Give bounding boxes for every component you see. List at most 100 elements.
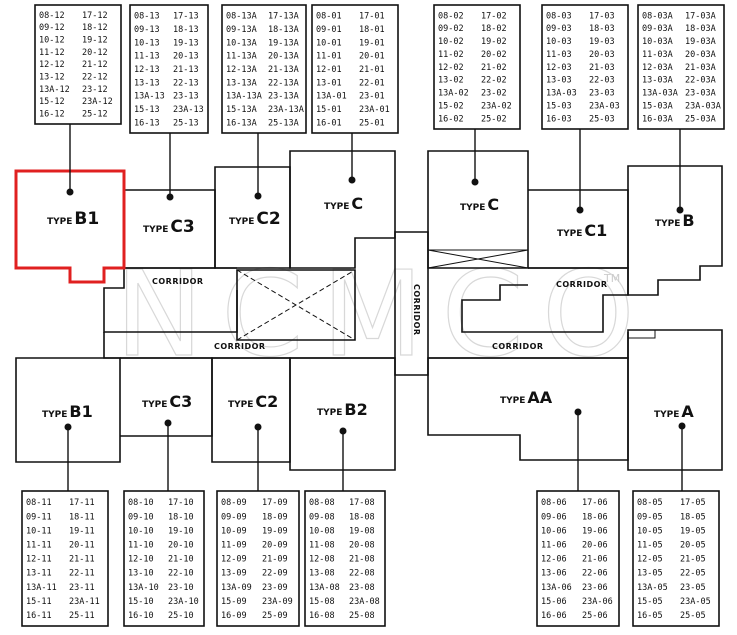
table-cell: 18-09 — [262, 512, 288, 522]
table-cell: 15-09 — [221, 597, 247, 607]
table-cell: 13A-01 — [316, 92, 347, 102]
table-cell: 21-12 — [82, 60, 108, 70]
table-cell: 23A-03 — [589, 102, 620, 112]
table-cell: 15-10 — [128, 597, 154, 607]
table-cell: 13-01 — [316, 78, 342, 88]
table-cell: 13-13 — [134, 78, 160, 88]
table-cell: 12-10 — [128, 555, 154, 565]
table-cell: 18-12 — [82, 23, 108, 33]
unit-dot — [164, 419, 172, 427]
table-cell: 22-09 — [262, 569, 288, 579]
table-cell: 21-13A — [268, 65, 299, 75]
table-cell: 17-08 — [349, 498, 375, 508]
table-cell: 11-03A — [642, 50, 673, 60]
table-cell: 20-06 — [582, 540, 608, 550]
table-cell: 23-05 — [680, 583, 706, 593]
table-cell: 23-02 — [481, 89, 507, 99]
unit-type-word: TYPE — [557, 229, 582, 239]
table-cell: 13-13A — [226, 78, 257, 88]
table-cell: 08-09 — [221, 498, 247, 508]
table-cell: 20-01 — [359, 52, 385, 62]
table-cell: 12-13A — [226, 65, 257, 75]
table-cell: 13-03 — [546, 76, 572, 86]
table-cell: 25-06 — [582, 611, 608, 621]
unit-type-name: C3 — [170, 217, 194, 237]
table-frame — [433, 4, 521, 130]
table-cell: 21-08 — [349, 555, 375, 565]
table-cell: 13-02 — [438, 76, 464, 86]
unit-type-name: C — [351, 194, 363, 213]
table-cell: 08-05 — [637, 498, 663, 508]
unit-dot — [576, 206, 584, 214]
table-cell: 18-01 — [359, 25, 385, 35]
table-cell: 11-03 — [546, 50, 572, 60]
table-cell: 25-03 — [589, 114, 615, 124]
table-cell: 20-13A — [268, 52, 299, 62]
table-cell: 23A-02 — [481, 102, 512, 112]
table-cell: 18-05 — [680, 512, 706, 522]
table-cell: 15-12 — [39, 97, 65, 107]
table-cell: 18-11 — [69, 512, 95, 522]
table-cell: 16-05 — [637, 611, 663, 621]
table-cell: 20-03 — [589, 50, 615, 60]
unit-dot — [254, 423, 262, 431]
table-cell: 19-03A — [685, 37, 716, 47]
unit-dot — [676, 206, 684, 214]
table-cell: 19-12 — [82, 36, 108, 46]
table-cell: 22-13 — [173, 78, 199, 88]
table-cell: 10-12 — [39, 36, 65, 46]
unit-outline-top-b — [627, 165, 723, 296]
table-cell: 15-13A — [226, 105, 257, 115]
table-cell: 18-06 — [582, 512, 608, 522]
table-cell: 20-12 — [82, 48, 108, 58]
table-cell: 09-11 — [26, 512, 52, 522]
table-cell: 22-03 — [589, 76, 615, 86]
table-cell: 13A-09 — [221, 583, 252, 593]
table-cell: 25-13A — [268, 118, 299, 128]
table-cell: 12-06 — [541, 555, 567, 565]
table-cell: 13A-10 — [128, 583, 159, 593]
table-frame — [637, 4, 725, 130]
table-cell: 25-02 — [481, 114, 507, 124]
table-cell: 12-09 — [221, 555, 247, 565]
unit-outline-bot-a — [627, 329, 723, 471]
table-cell: 12-03 — [546, 63, 572, 73]
corridor-label-vertical: CORRIDOR — [412, 284, 421, 336]
table-cell: 09-08 — [309, 512, 335, 522]
table-cell: 20-10 — [168, 540, 194, 550]
table-cell: 17-10 — [168, 498, 194, 508]
highlight-outline-top-b1 — [14, 169, 126, 284]
table-cell: 18-13 — [173, 25, 199, 35]
unit-dot — [64, 423, 72, 431]
table-cell: 25-05 — [680, 611, 706, 621]
table-cell: 19-09 — [262, 526, 288, 536]
table-cell: 12-11 — [26, 555, 52, 565]
unit-dot — [348, 176, 356, 184]
unit-dot — [166, 193, 174, 201]
table-cell: 21-11 — [69, 555, 95, 565]
table-cell: 23-03 — [589, 89, 615, 99]
table-cell: 18-03 — [589, 24, 615, 34]
table-frame — [21, 490, 109, 627]
table-cell: 23-12 — [82, 85, 108, 95]
table-cell: 09-13 — [134, 25, 160, 35]
table-cell: 10-03 — [546, 37, 572, 47]
table-cell: 11-01 — [316, 52, 342, 62]
unit-type-word: TYPE — [143, 225, 168, 235]
table-cell: 21-09 — [262, 555, 288, 565]
corridor-top-right — [461, 267, 629, 333]
table-cell: 25-10 — [168, 611, 194, 621]
table-cell: 17-03A — [685, 11, 716, 21]
table-cell: 15-05 — [637, 597, 663, 607]
unit-dot — [574, 408, 582, 416]
unit-type-word: TYPE — [47, 217, 72, 227]
unit-outline-bot-a-step — [627, 330, 656, 339]
corridor-label-mid-left: CORRIDOR — [214, 342, 266, 351]
